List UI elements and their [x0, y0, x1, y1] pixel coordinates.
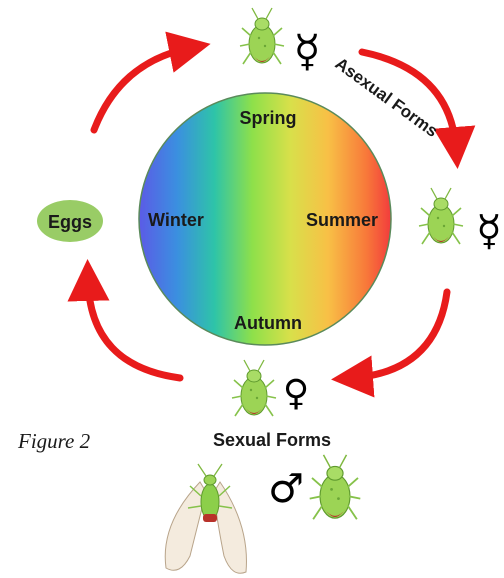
sexual-forms-label: Sexual Forms	[213, 430, 331, 450]
male-symbol: ♂	[268, 466, 304, 512]
eggs-label: Eggs	[48, 212, 92, 232]
figure-caption: Figure 2	[17, 429, 91, 453]
season-spring-label: Spring	[240, 108, 297, 128]
arrow-eggs-to-spring	[94, 48, 190, 130]
aphid-icon	[419, 188, 463, 244]
aphid-icon	[232, 360, 276, 416]
season-autumn-label: Autumn	[234, 313, 302, 333]
season-summer-label: Summer	[306, 210, 378, 230]
aphid-icon	[240, 8, 284, 64]
asexual-symbol-right: ☿	[476, 206, 502, 255]
season-winter-label: Winter	[148, 210, 204, 230]
asexual-symbol-top: ☿	[293, 26, 320, 77]
arrow-summer-to-autumn	[352, 292, 447, 378]
winged-aphid-icon	[165, 464, 246, 573]
female-symbol: ♀	[283, 373, 309, 414]
aphid-icon	[310, 455, 361, 519]
